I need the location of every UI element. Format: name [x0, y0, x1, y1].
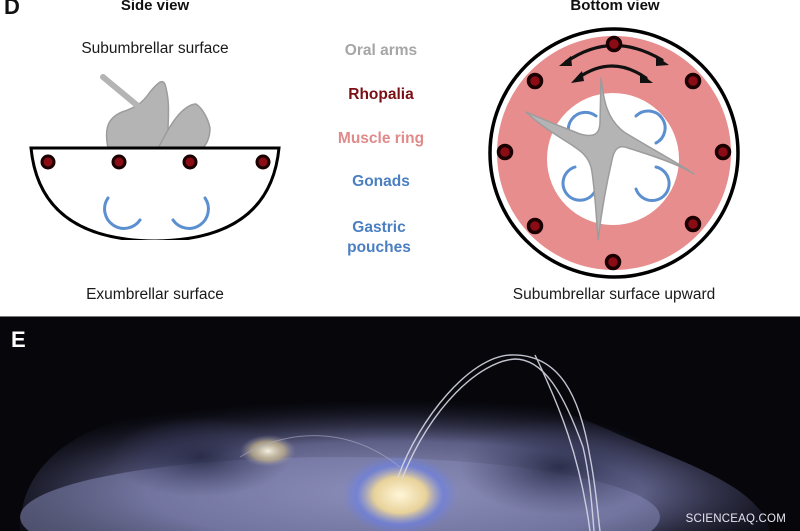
panel-e-letter: E — [11, 327, 26, 352]
side-view-top-label: Subumbrellar surface — [81, 40, 229, 57]
side-view-title: Side view — [120, 0, 190, 14]
legend-rhopalia: Rhopalia — [348, 86, 414, 103]
legend-muscle-ring: Muscle ring — [337, 130, 425, 147]
rhopalia-side — [40, 154, 271, 170]
side-view-bottom-label: Exumbrellar surface — [86, 286, 224, 303]
oral-arms-side — [100, 74, 211, 149]
oral-arms-bottom — [525, 77, 695, 241]
jellyfish-photo: E SCIENCEAQ.COM — [0, 316, 800, 531]
legend-gonads: Gonads — [352, 173, 410, 190]
watermark: SCIENCEAQ.COM — [685, 513, 786, 525]
panel-d-letter: D — [4, 0, 20, 19]
side-view-diagram — [29, 74, 281, 240]
rhopalia-bottom — [496, 35, 732, 271]
bell-outline-side — [29, 146, 281, 240]
legend-oral-arms: Oral arms — [344, 42, 418, 59]
bottom-view-diagram — [488, 27, 740, 279]
bottom-view-bottom-label: Subumbrellar surface upward — [512, 286, 716, 303]
gonads-side — [103, 196, 210, 230]
inner-area — [547, 93, 679, 225]
legend-gastric-pouches: Gastric pouches — [347, 219, 411, 256]
bottom-view-title: Bottom view — [570, 0, 660, 14]
